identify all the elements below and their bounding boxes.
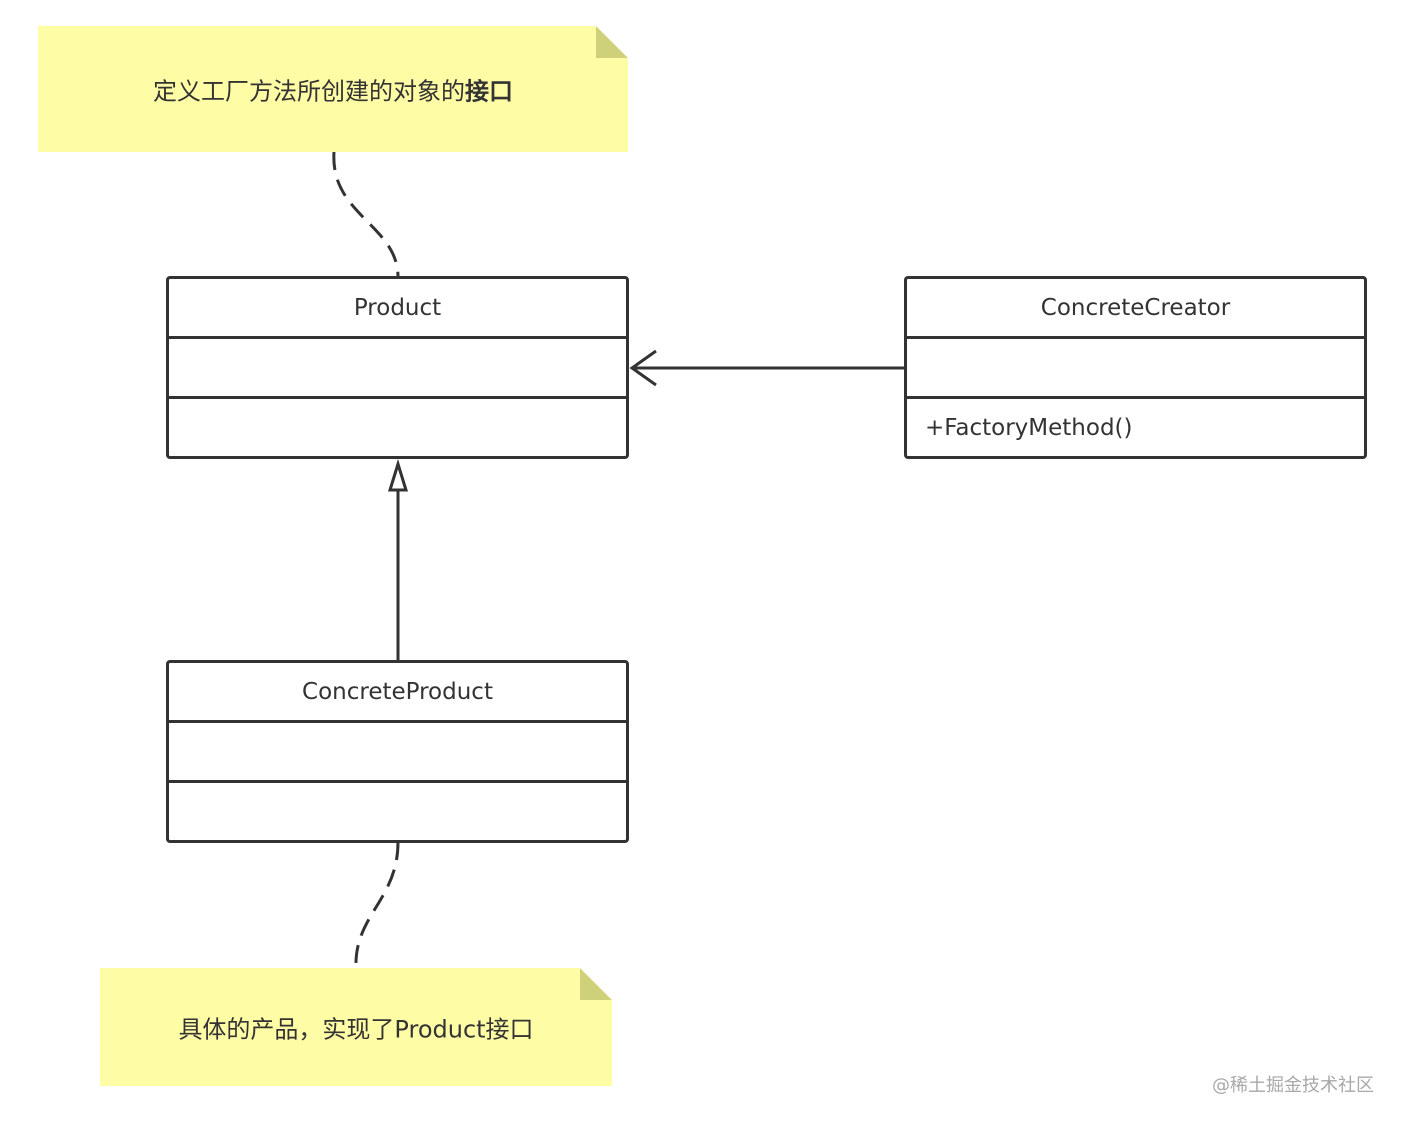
note-link-top bbox=[332, 151, 400, 278]
attributes-compartment bbox=[169, 723, 626, 783]
note-bottom: 具体的产品，实现了Product接口 bbox=[100, 968, 612, 1086]
attributes-compartment bbox=[169, 339, 626, 399]
dependency-arrowhead bbox=[629, 349, 657, 387]
note-top-text-bold: 接口 bbox=[465, 77, 513, 106]
method-factory-method: +FactoryMethod() bbox=[925, 414, 1133, 441]
watermark: @稀土掘金技术社区 bbox=[1212, 1075, 1374, 1096]
class-concrete-creator[interactable]: ConcreteCreator +FactoryMethod() bbox=[904, 276, 1367, 459]
class-name-compartment: ConcreteProduct bbox=[169, 663, 626, 723]
class-name: ConcreteProduct bbox=[302, 678, 493, 705]
note-fold bbox=[596, 26, 628, 58]
attributes-compartment bbox=[907, 339, 1364, 399]
note-top-text-prefix: 定义工厂方法所创建的对象的 bbox=[153, 77, 465, 106]
class-name-compartment: ConcreteCreator bbox=[907, 279, 1364, 339]
class-name: Product bbox=[353, 294, 442, 321]
methods-compartment bbox=[169, 399, 626, 456]
note-top: 定义工厂方法所创建的对象的接口 bbox=[38, 26, 628, 152]
class-name: ConcreteCreator bbox=[1040, 294, 1231, 321]
class-concrete-product[interactable]: ConcreteProduct bbox=[166, 660, 629, 843]
note-top-text: 定义工厂方法所创建的对象的接口 bbox=[38, 72, 628, 107]
note-link-bottom bbox=[354, 841, 400, 969]
note-fold bbox=[580, 968, 612, 1000]
class-product[interactable]: Product bbox=[166, 276, 629, 459]
realization-arrowhead bbox=[387, 458, 409, 492]
methods-compartment: +FactoryMethod() bbox=[907, 399, 1364, 456]
note-bottom-text: 具体的产品，实现了Product接口 bbox=[178, 1015, 534, 1044]
methods-compartment bbox=[169, 783, 626, 840]
class-name-compartment: Product bbox=[169, 279, 626, 339]
